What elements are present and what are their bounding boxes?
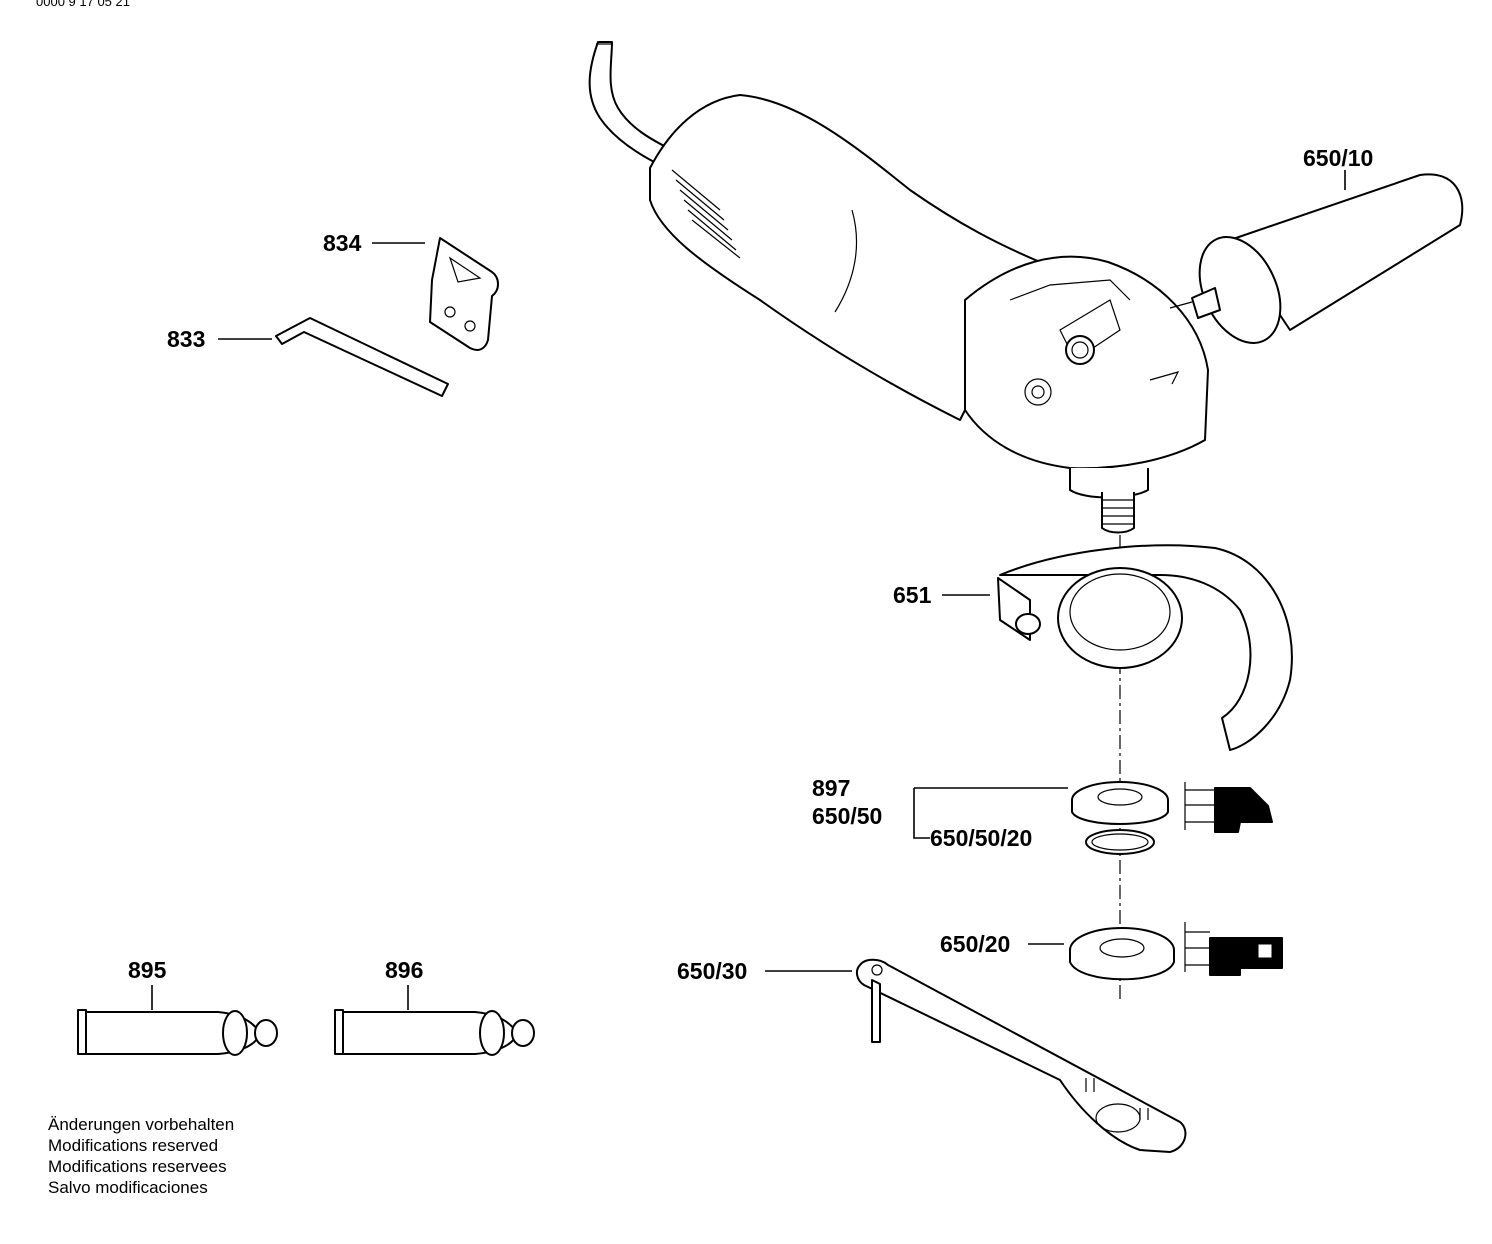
label-896: 896 <box>385 957 423 983</box>
label-897: 897 <box>812 775 850 801</box>
label-650-10: 650/10 <box>1303 145 1373 171</box>
leader-897-650-50 <box>913 787 1068 839</box>
mounting-flange-illustration <box>1069 922 1283 981</box>
grease-tube-896-illustration <box>334 1009 535 1056</box>
label-833: 833 <box>167 326 205 352</box>
label-834: 834 <box>323 230 362 256</box>
label-650-50-20: 650/50/20 <box>930 825 1032 851</box>
note-line-de: Änderungen vorbehalten <box>48 1115 235 1134</box>
modifications-note: Änderungen vorbehalten Modifications res… <box>48 1114 234 1198</box>
clamping-nut-illustration <box>1071 781 1273 833</box>
protective-guard-illustration <box>997 544 1293 751</box>
grease-tube-895-illustration <box>77 1009 278 1056</box>
note-line-en: Modifications reserved <box>48 1136 219 1155</box>
label-650-20: 650/20 <box>940 931 1010 957</box>
grinder-illustration <box>588 41 1209 534</box>
o-ring-illustration <box>1085 829 1155 855</box>
label-651: 651 <box>893 582 932 608</box>
header-fragment: 0000 9 17 05 21 <box>36 0 130 9</box>
note-line-fr: Modifications reservees <box>48 1157 227 1176</box>
bracket-illustration <box>429 237 499 351</box>
auxiliary-handle-illustration <box>1169 173 1464 344</box>
label-650-30: 650/30 <box>677 958 747 984</box>
label-895: 895 <box>128 957 167 983</box>
hex-key-illustration <box>275 317 449 397</box>
spanner-illustration <box>855 958 1187 1153</box>
label-650-50: 650/50 <box>812 803 882 829</box>
note-line-es: Salvo modificaciones <box>48 1178 208 1197</box>
